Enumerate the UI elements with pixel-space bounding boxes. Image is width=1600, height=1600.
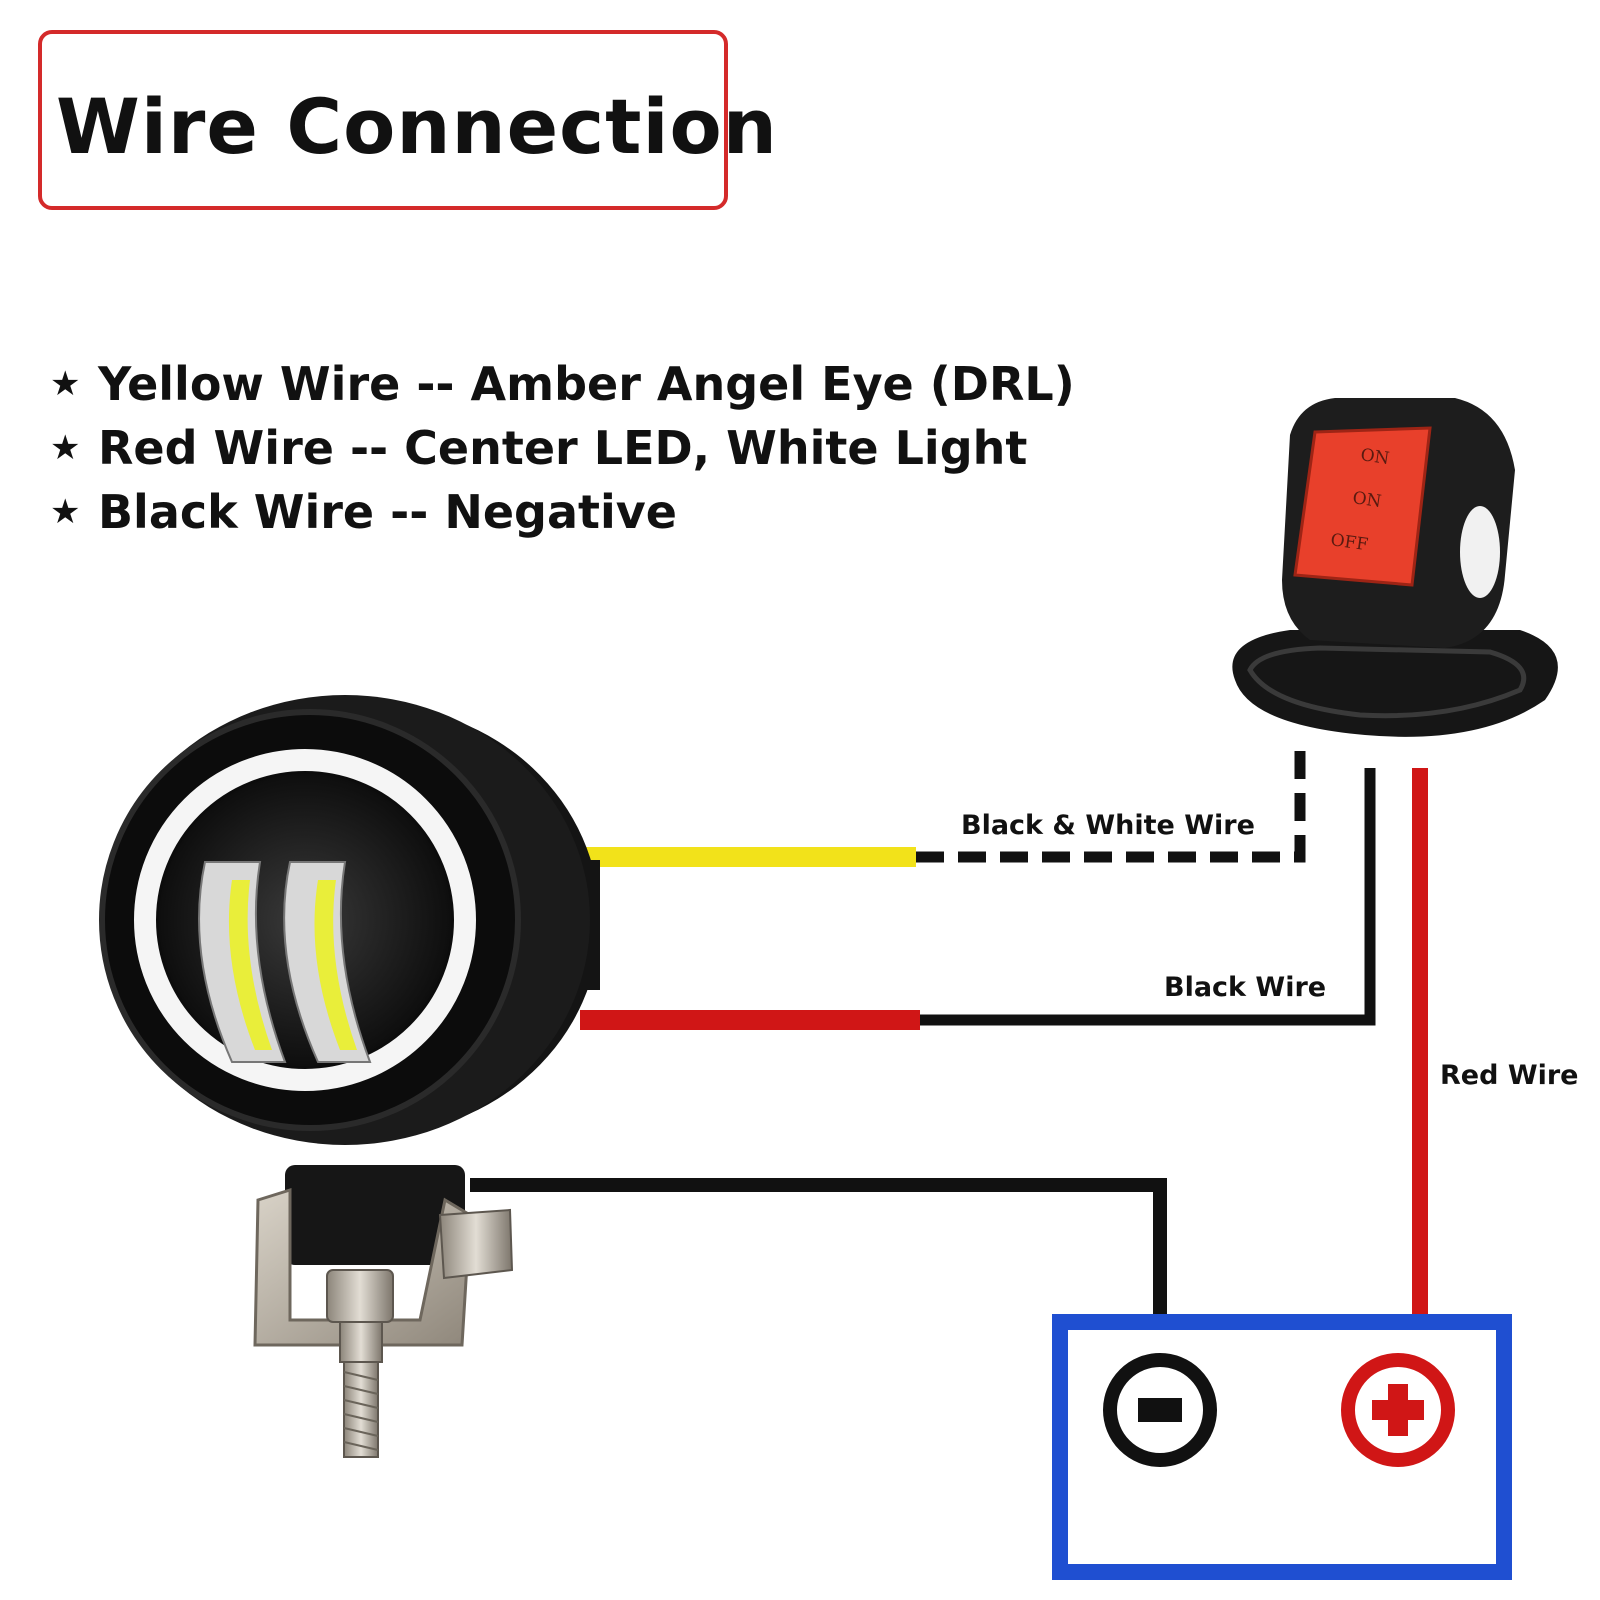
legend-item-black: ★ Black Wire -- Negative xyxy=(50,480,1075,544)
legend-item-yellow: ★ Yellow Wire -- Amber Angel Eye (DRL) xyxy=(50,352,1075,416)
battery xyxy=(1052,1314,1512,1580)
black-wire-ground xyxy=(470,1178,1167,1315)
star-icon: ★ xyxy=(50,364,81,404)
led-lamp xyxy=(99,695,600,1458)
label-black-wire: Black Wire xyxy=(1164,972,1326,1003)
title-box: Wire Connection xyxy=(38,30,777,210)
legend-text-black: Black Wire -- Negative xyxy=(98,485,677,539)
page-title: Wire Connection xyxy=(56,82,778,171)
star-icon: ★ xyxy=(50,492,81,532)
switch-label-on-1: ON xyxy=(1359,445,1390,469)
led-reflectors xyxy=(198,861,372,1063)
star-icon: ★ xyxy=(50,428,81,468)
label-black-white-wire: Black & White Wire xyxy=(961,810,1255,841)
black-white-wire xyxy=(916,750,1306,863)
switch-label-on-2: ON xyxy=(1351,488,1382,512)
legend-text-yellow: Yellow Wire -- Amber Angel Eye (DRL) xyxy=(98,357,1075,411)
plus-icon xyxy=(1341,1353,1455,1467)
toggle-switch[interactable]: ON ON OFF xyxy=(1232,398,1558,737)
minus-icon xyxy=(1103,1353,1217,1467)
legend-item-red: ★ Red Wire -- Center LED, White Light xyxy=(50,416,1075,480)
switch-button[interactable] xyxy=(1293,426,1432,587)
angel-eye-ring xyxy=(134,749,476,1091)
wire-legend: ★ Yellow Wire -- Amber Angel Eye (DRL) ★ R… xyxy=(50,352,1075,544)
mount-bracket xyxy=(253,1165,514,1458)
wires xyxy=(470,750,1428,1315)
label-red-wire: Red Wire xyxy=(1440,1060,1579,1091)
black-wire-switch xyxy=(920,768,1376,1026)
legend-text-red: Red Wire -- Center LED, White Light xyxy=(98,421,1028,475)
